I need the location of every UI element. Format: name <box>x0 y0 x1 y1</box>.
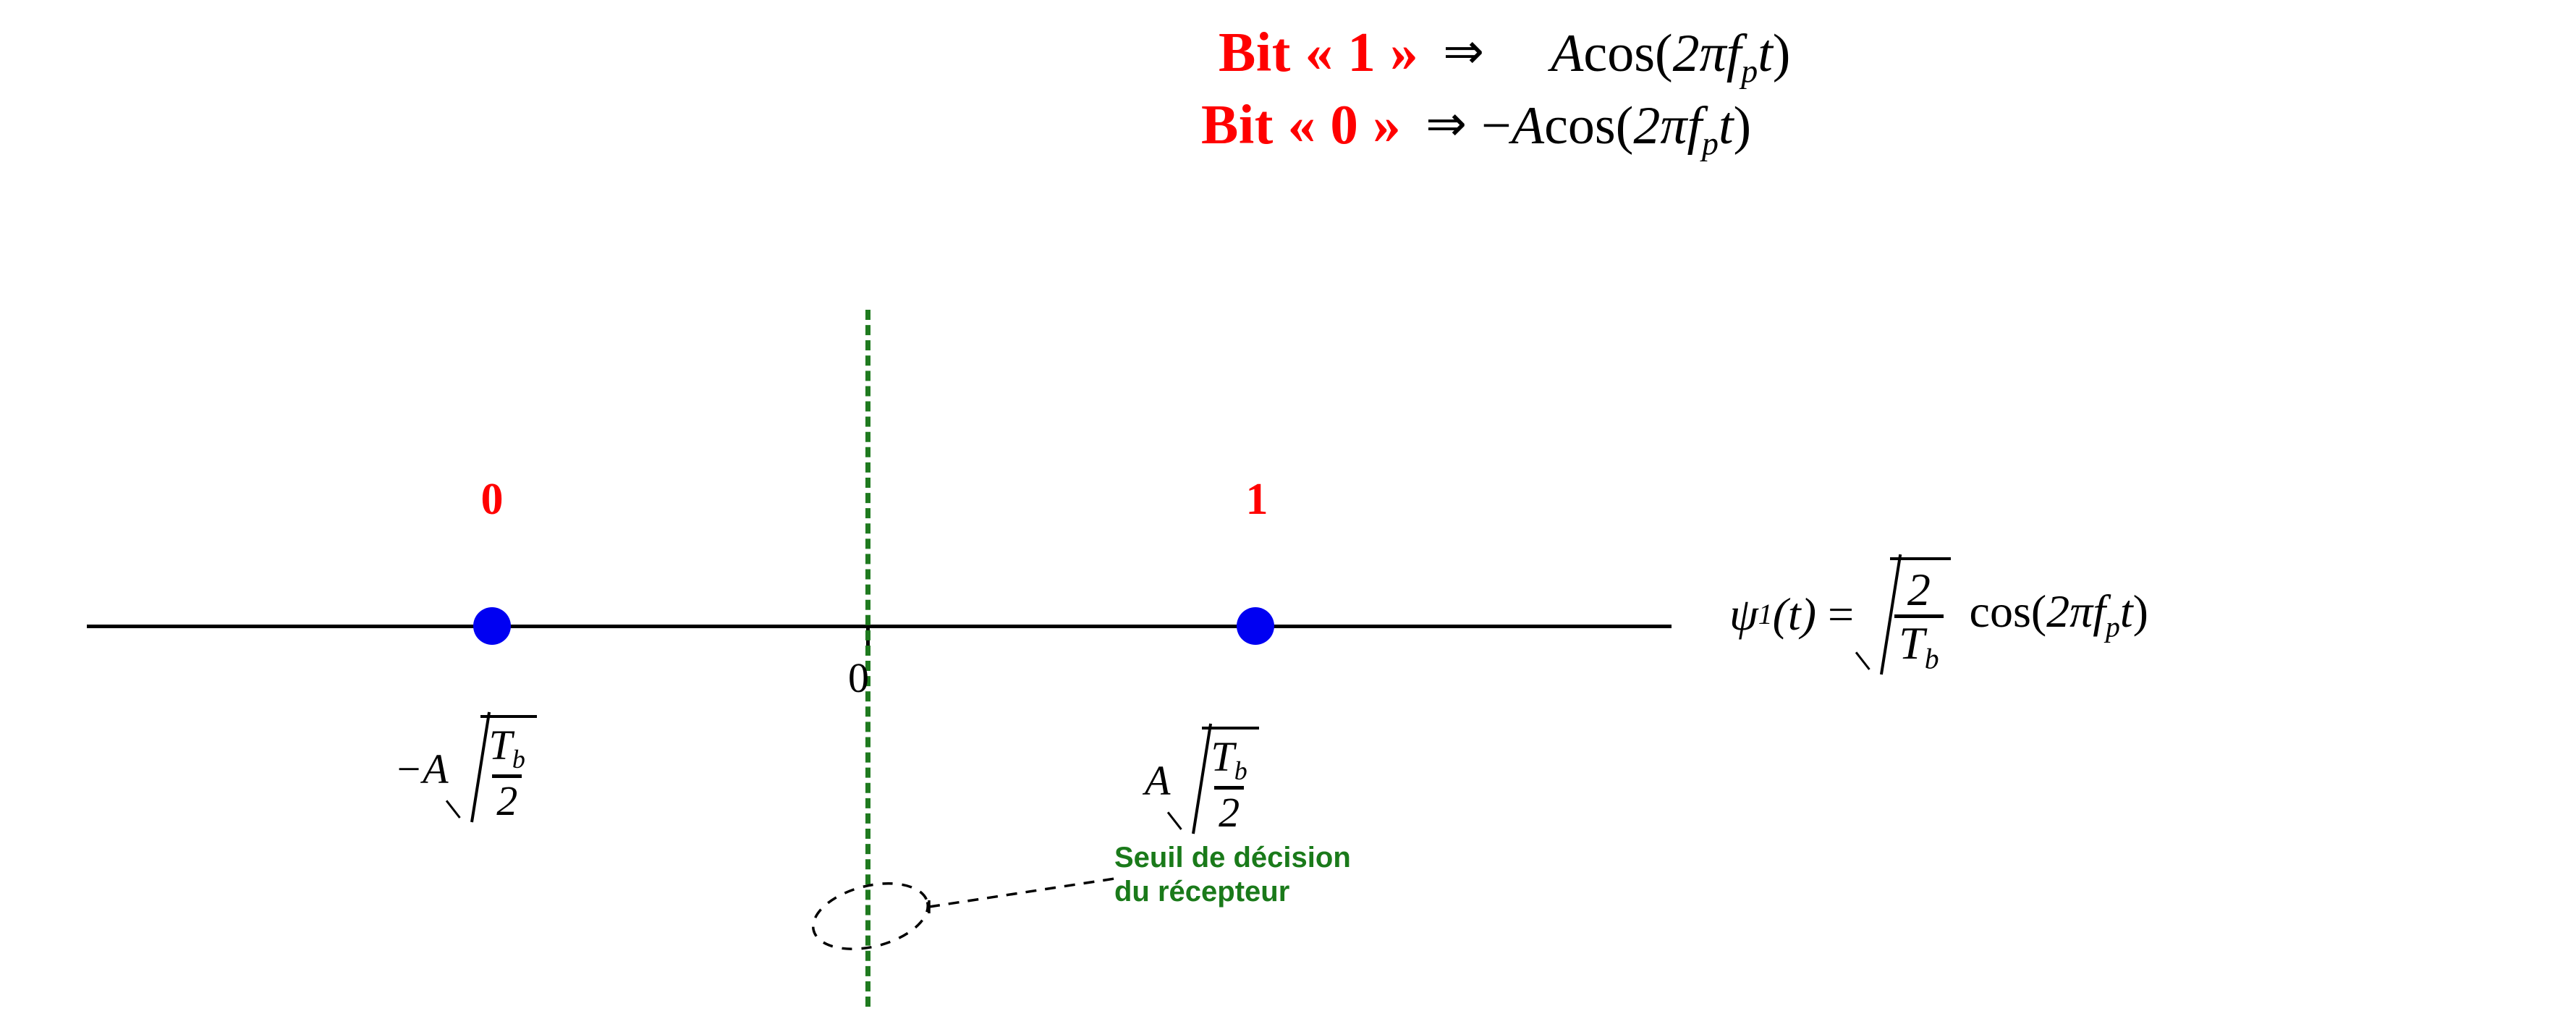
bit0-two-pi: 2π <box>1633 96 1687 156</box>
bit0-time: t <box>1718 96 1734 156</box>
bit0-waveform-expression: −Acos(2πfpt) <box>1481 96 1751 163</box>
bit0-amplitude: A <box>1511 96 1545 156</box>
psi-argument: (t) <box>1772 588 1816 640</box>
bit0-sign: − <box>1481 96 1512 156</box>
radical-stroke <box>456 715 480 822</box>
bit0-label: Bit « 0 » <box>1201 93 1402 156</box>
denominator-subscript: b <box>1924 643 1939 675</box>
basis-freq-subscript: p <box>2106 611 2120 643</box>
bit1-cos: cos <box>1583 24 1655 83</box>
bit0-close-paren: ) <box>1733 96 1752 156</box>
fraction-denominator: Tb <box>1894 614 1944 675</box>
basis-time: t <box>2119 585 2133 637</box>
bit1-amplitude: A <box>1551 24 1584 83</box>
modulation-rule-bit1: Bit « 1 » ⇒ Acos(2πfpt) <box>1201 20 2547 90</box>
numerator-subscript: b <box>512 745 525 774</box>
fraction: Tb 2 <box>485 724 530 822</box>
fraction-denominator: 2 <box>492 774 522 822</box>
callout-ellipse-icon <box>812 882 929 950</box>
radicand-basis: 2 Tb <box>1890 557 1951 675</box>
implies-arrow-icon: ⇒ <box>1443 23 1485 80</box>
modulation-rule-bit0: Bit « 0 » ⇒ −Acos(2πfpt) <box>1201 93 2547 162</box>
bit0-open-paren: ( <box>1615 96 1634 156</box>
sqrt-icon: Tb 2 <box>1177 727 1259 834</box>
threshold-callout-graphic <box>812 876 1120 950</box>
decision-threshold-line <box>865 310 870 1007</box>
modulation-rules: Bit « 1 » ⇒ Acos(2πfpt) Bit « 0 » ⇒ −Aco… <box>1201 20 2547 162</box>
fraction-denominator: 2 <box>1214 785 1245 834</box>
basis-cos-expression: cos(2πfpt) <box>1970 585 2148 643</box>
point-marker-label-bit0: 0 <box>480 475 504 524</box>
numerator-subscript: b <box>1234 756 1247 786</box>
sqrt-icon: 2 Tb <box>1865 557 1951 675</box>
bit0-freq: f <box>1687 96 1703 156</box>
bit0-freq-subscript: p <box>1702 124 1719 162</box>
fraction: 2 Tb <box>1894 564 1944 675</box>
bit1-waveform-expression: Acos(2πfpt) <box>1551 23 1790 90</box>
numerator-symbol: T <box>488 722 512 769</box>
bit1-close-paren: ) <box>1772 24 1791 83</box>
callout-leader-line <box>928 876 1120 908</box>
amplitude-label-bit0: −A Tb 2 <box>394 715 537 822</box>
basis-open-paren: ( <box>2030 585 2047 637</box>
point-marker-label-bit1: 1 <box>1245 475 1268 524</box>
radical-stroke <box>1865 557 1890 674</box>
psi-subscript: 1 <box>1758 598 1773 630</box>
decision-threshold-note-line2: du récepteur <box>1114 876 1290 908</box>
equals-sign: = <box>1828 588 1855 640</box>
constellation-point-bit1[interactable] <box>1237 607 1274 645</box>
bit1-freq-subscript: p <box>1741 52 1758 90</box>
psi-symbol: ψ <box>1729 588 1758 640</box>
constellation-point-bit0[interactable] <box>473 607 511 645</box>
fraction-numerator: Tb <box>485 724 530 774</box>
radicand-bit0: Tb 2 <box>480 715 537 822</box>
numerator-symbol: T <box>1211 733 1234 780</box>
fraction: Tb 2 <box>1206 735 1251 834</box>
basis-two-pi: 2π <box>2046 585 2093 637</box>
bit1-label: Bit « 1 » <box>1219 21 1419 83</box>
radical-stroke <box>1177 727 1202 834</box>
basis-freq: f <box>2093 585 2106 637</box>
amplitude-coefficient-bit0: −A <box>394 745 449 792</box>
bit1-freq: f <box>1726 24 1742 83</box>
amplitude-label-bit1: A Tb 2 <box>1145 727 1259 834</box>
bit1-open-paren: ( <box>1655 24 1673 83</box>
amplitude-coefficient-bit1: A <box>1145 756 1171 804</box>
radicand-bit1: Tb 2 <box>1202 727 1259 834</box>
origin-label: 0 <box>848 654 869 701</box>
fraction-numerator: 2 <box>1907 564 1931 615</box>
sqrt-icon: Tb 2 <box>456 715 537 822</box>
decision-threshold-note: Seuil de décision du récepteur <box>1114 841 1351 909</box>
bit1-two-pi: 2π <box>1672 24 1726 83</box>
decision-threshold-note-line1: Seuil de décision <box>1114 842 1351 874</box>
bit0-cos: cos <box>1544 96 1616 156</box>
basis-close-paren: ) <box>2132 585 2148 637</box>
implies-arrow-icon: ⇒ <box>1425 96 1467 153</box>
denominator-symbol: T <box>1899 617 1925 669</box>
constellation-axis <box>87 625 1672 628</box>
bit1-time: t <box>1758 24 1773 83</box>
fraction-numerator: Tb <box>1206 735 1251 786</box>
basis-cos: cos <box>1969 585 2031 637</box>
